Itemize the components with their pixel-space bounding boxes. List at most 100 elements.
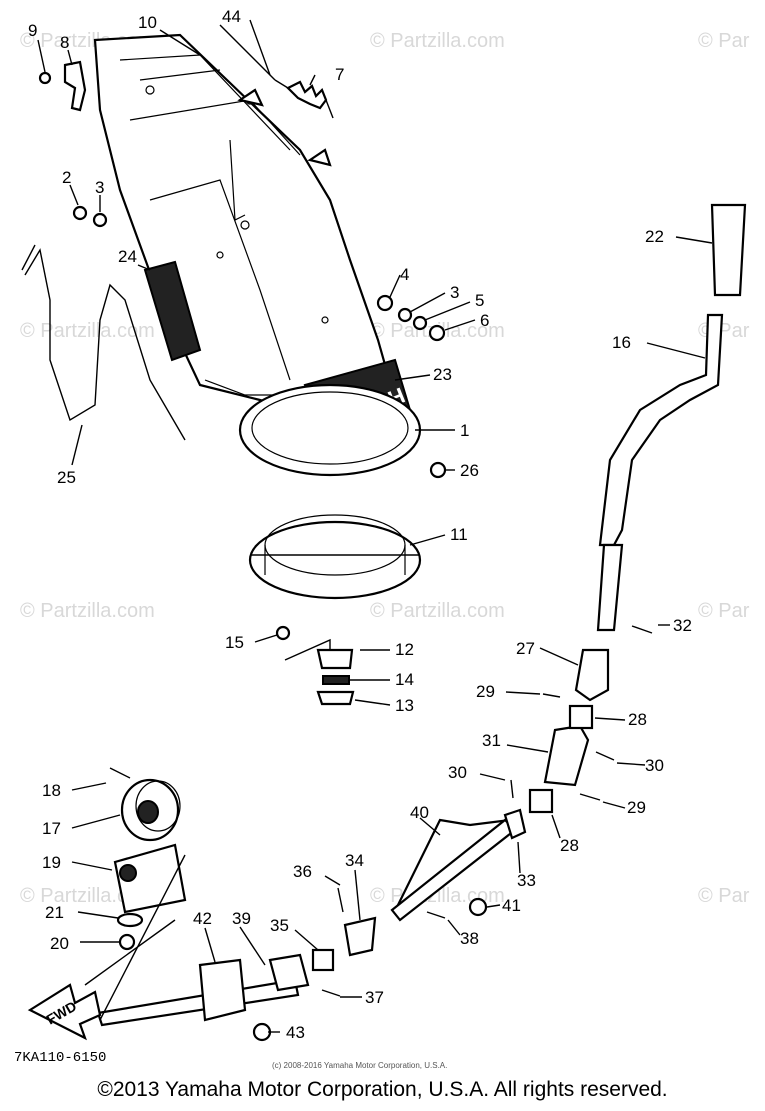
cross-block: [528, 788, 554, 814]
callout-2: 2: [62, 168, 71, 187]
watermark: © Partzilla.com: [370, 30, 505, 52]
lower-yoke: [268, 953, 310, 992]
callout-4: 4: [400, 265, 409, 284]
shaft-coupler: [343, 916, 377, 957]
watermark: © Par: [698, 600, 750, 622]
lock-washer: [412, 315, 428, 331]
callout-36: 36: [293, 862, 312, 881]
pin: [337, 887, 344, 913]
callout-30a: 30: [645, 756, 664, 775]
shaft-yoke: [503, 808, 527, 840]
bolt: [72, 205, 88, 221]
callout-28b: 28: [560, 836, 579, 855]
callout-17: 17: [42, 819, 61, 838]
washer: [397, 307, 413, 323]
callout-34: 34: [345, 851, 364, 870]
spring: [274, 79, 334, 119]
callout-14: 14: [395, 670, 414, 689]
watermark: © Partzilla.com: [20, 320, 155, 342]
nut: [468, 897, 488, 917]
cross-block: [311, 948, 335, 972]
callout-5: 5: [475, 291, 484, 310]
collar: [376, 294, 394, 312]
callout-3b: 3: [450, 283, 459, 302]
pin: [595, 751, 615, 761]
callout-28a: 28: [628, 710, 647, 729]
callout-22: 22: [645, 227, 664, 246]
callout-44: 44: [222, 7, 241, 26]
callout-25: 25: [57, 468, 76, 487]
callout-35: 35: [270, 916, 289, 935]
callout-9: 9: [28, 21, 37, 40]
diagram-code: 7KA110-6150: [14, 1050, 107, 1066]
guide-plate: [316, 648, 354, 670]
watermark: © Partzilla.com: [20, 600, 155, 622]
callout-26: 26: [460, 461, 479, 480]
callout-21: 21: [45, 903, 64, 922]
callout-23: 23: [433, 365, 452, 384]
small-copyright: (c) 2008-2016 Yamaha Motor Corporation, …: [272, 1061, 448, 1070]
callout-16: 16: [612, 333, 631, 352]
callout-13: 13: [395, 696, 414, 715]
callout-29a: 29: [476, 682, 495, 701]
bolt: [275, 625, 291, 641]
shim: [322, 675, 350, 685]
callout-43: 43: [286, 1023, 305, 1042]
lower-bracket: [198, 958, 247, 1022]
pin: [426, 911, 446, 919]
callout-31: 31: [482, 731, 501, 750]
callout-19: 19: [42, 853, 61, 872]
callout-12: 12: [395, 640, 414, 659]
universal-joint: [543, 724, 590, 787]
callout-8: 8: [60, 33, 69, 52]
crank-handle: [710, 203, 747, 297]
cross-block: [568, 704, 594, 730]
leader-lines: [37, 19, 713, 1033]
callout-6: 6: [480, 311, 489, 330]
callout-15: 15: [225, 633, 244, 652]
nut: [428, 324, 446, 342]
chute-housing: [93, 33, 397, 422]
callout-1: 1: [460, 421, 469, 440]
pin: [542, 693, 561, 698]
watermark: © Par: [698, 885, 750, 907]
universal-yoke: [574, 648, 610, 702]
bearing-ring: [248, 514, 422, 600]
bracket: [63, 60, 87, 112]
washer: [116, 912, 144, 928]
retainer-clip: [316, 690, 355, 706]
copyright-notice: ©2013 Yamaha Motor Corporation, U.S.A. A…: [97, 1078, 668, 1101]
nut: [429, 461, 447, 479]
callout-24: 24: [118, 247, 137, 266]
pulley: [120, 778, 181, 842]
bolt: [118, 933, 136, 951]
callout-3a: 3: [95, 178, 104, 197]
pin: [109, 767, 131, 779]
lower-shaft: [96, 978, 300, 1027]
callout-11: 11: [450, 525, 468, 544]
callout-20: 20: [50, 934, 69, 953]
pin: [579, 793, 601, 801]
callout-41: 41: [502, 896, 521, 915]
callout-33: 33: [517, 871, 536, 890]
callout-27: 27: [516, 639, 535, 658]
callout-42: 42: [193, 909, 212, 928]
spring-pin: [631, 625, 653, 634]
callout-32: 32: [673, 616, 692, 635]
callout-18: 18: [42, 781, 61, 800]
forward-arrow: FWD: [27, 983, 102, 1041]
callout-39: 39: [232, 909, 251, 928]
control-cable: [21, 244, 186, 441]
callout-10: 10: [138, 13, 157, 32]
callout-labels: 44 10 9 8 7 2 3 24 22 4 3 5 6 16 23 1 26…: [28, 7, 692, 1042]
callout-40: 40: [410, 803, 429, 822]
callout-37: 37: [365, 988, 384, 1007]
watermark: © Par: [698, 30, 750, 52]
nut: [252, 1022, 272, 1042]
watermark: © Partzilla.com: [370, 600, 505, 622]
decal-plate: [143, 260, 202, 362]
ring-gear: [238, 383, 422, 477]
clip: [38, 71, 52, 85]
idler-bracket: [113, 843, 187, 914]
